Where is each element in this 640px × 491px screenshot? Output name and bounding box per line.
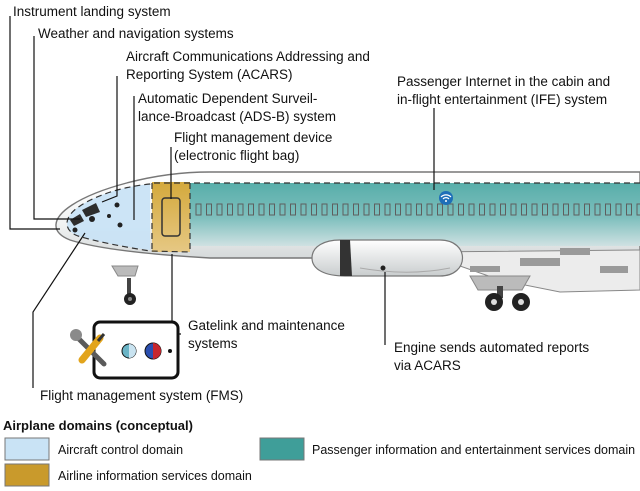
label-acars-line1: Aircraft Communications Addressing and: [126, 49, 370, 64]
legend-label-control: Aircraft control domain: [58, 443, 183, 457]
label-fmd-line1: Flight management device: [174, 130, 332, 145]
wing-engine: [311, 239, 640, 293]
label-adsb-line2: lance-Broadcast (ADS-B) system: [138, 109, 336, 124]
label-fms: Flight management system (FMS): [40, 388, 243, 403]
tablet-icon: [92, 320, 180, 380]
label-internet-line2: in-flight entertainment (IFE) system: [397, 92, 607, 107]
label-adsb-line1: Automatic Dependent Surveil-: [138, 91, 317, 106]
legend: Airplane domains (conceptual) Aircraft c…: [3, 418, 635, 487]
label-weather: Weather and navigation systems: [38, 26, 234, 41]
label-internet-line1: Passenger Internet in the cabin and: [397, 74, 610, 89]
fuselage: [55, 171, 640, 259]
legend-swatch-airline: [4, 463, 50, 487]
labels: Instrument landing system Weather and na…: [13, 4, 610, 403]
legend-title: Airplane domains (conceptual): [3, 418, 193, 433]
engine: [311, 239, 464, 277]
passenger-domain-area: [190, 183, 640, 246]
nose-gear: [111, 265, 139, 305]
label-ils: Instrument landing system: [13, 4, 171, 19]
label-fmd-line2: (electronic flight bag): [174, 148, 299, 163]
label-engine-line1: Engine sends automated reports: [394, 340, 589, 355]
cabin-windows: [195, 203, 640, 216]
main-gear: [469, 275, 531, 311]
legend-label-airline: Airline information services domain: [58, 469, 252, 483]
label-gatelink-line2: systems: [188, 336, 238, 351]
label-engine-line2: via ACARS: [394, 358, 461, 373]
leader-lines: [9, 16, 435, 388]
legend-swatch-control: [4, 437, 50, 461]
label-acars-line2: Reporting System (ACARS): [126, 67, 293, 82]
wrench-screwdriver-icon: [70, 329, 107, 367]
legend-label-passenger: Passenger information and entertainment …: [312, 443, 635, 457]
label-gatelink-line1: Gatelink and maintenance: [188, 318, 345, 333]
wifi-icon: [439, 191, 453, 205]
legend-swatch-passenger: [259, 437, 305, 461]
